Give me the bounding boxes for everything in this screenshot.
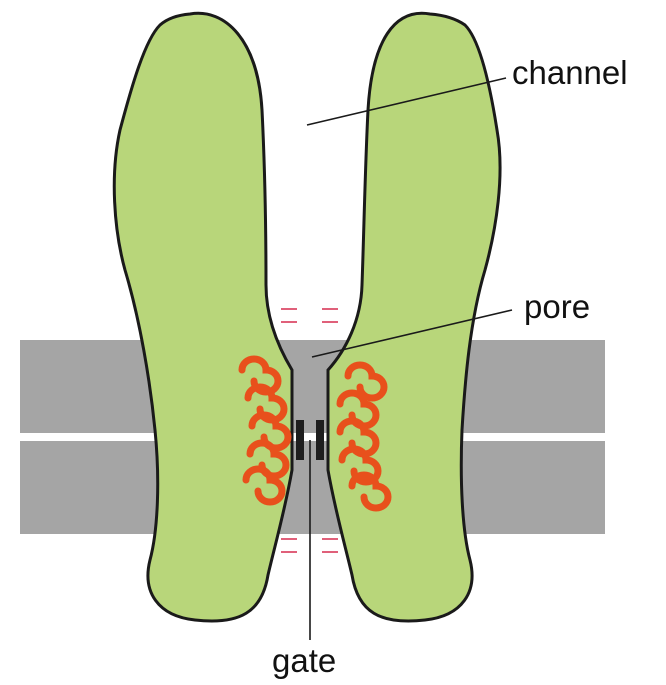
pore-label: pore	[524, 288, 590, 325]
gate-block-left	[296, 420, 304, 460]
membrane-upper-leaflet	[20, 340, 605, 433]
gate-label: gate	[272, 642, 336, 679]
charge-marks-top	[281, 309, 338, 322]
gate-block-right	[316, 420, 324, 460]
membrane-lower-leaflet	[20, 441, 605, 534]
channel-label: channel	[512, 54, 628, 91]
lipid-bilayer	[20, 340, 605, 534]
